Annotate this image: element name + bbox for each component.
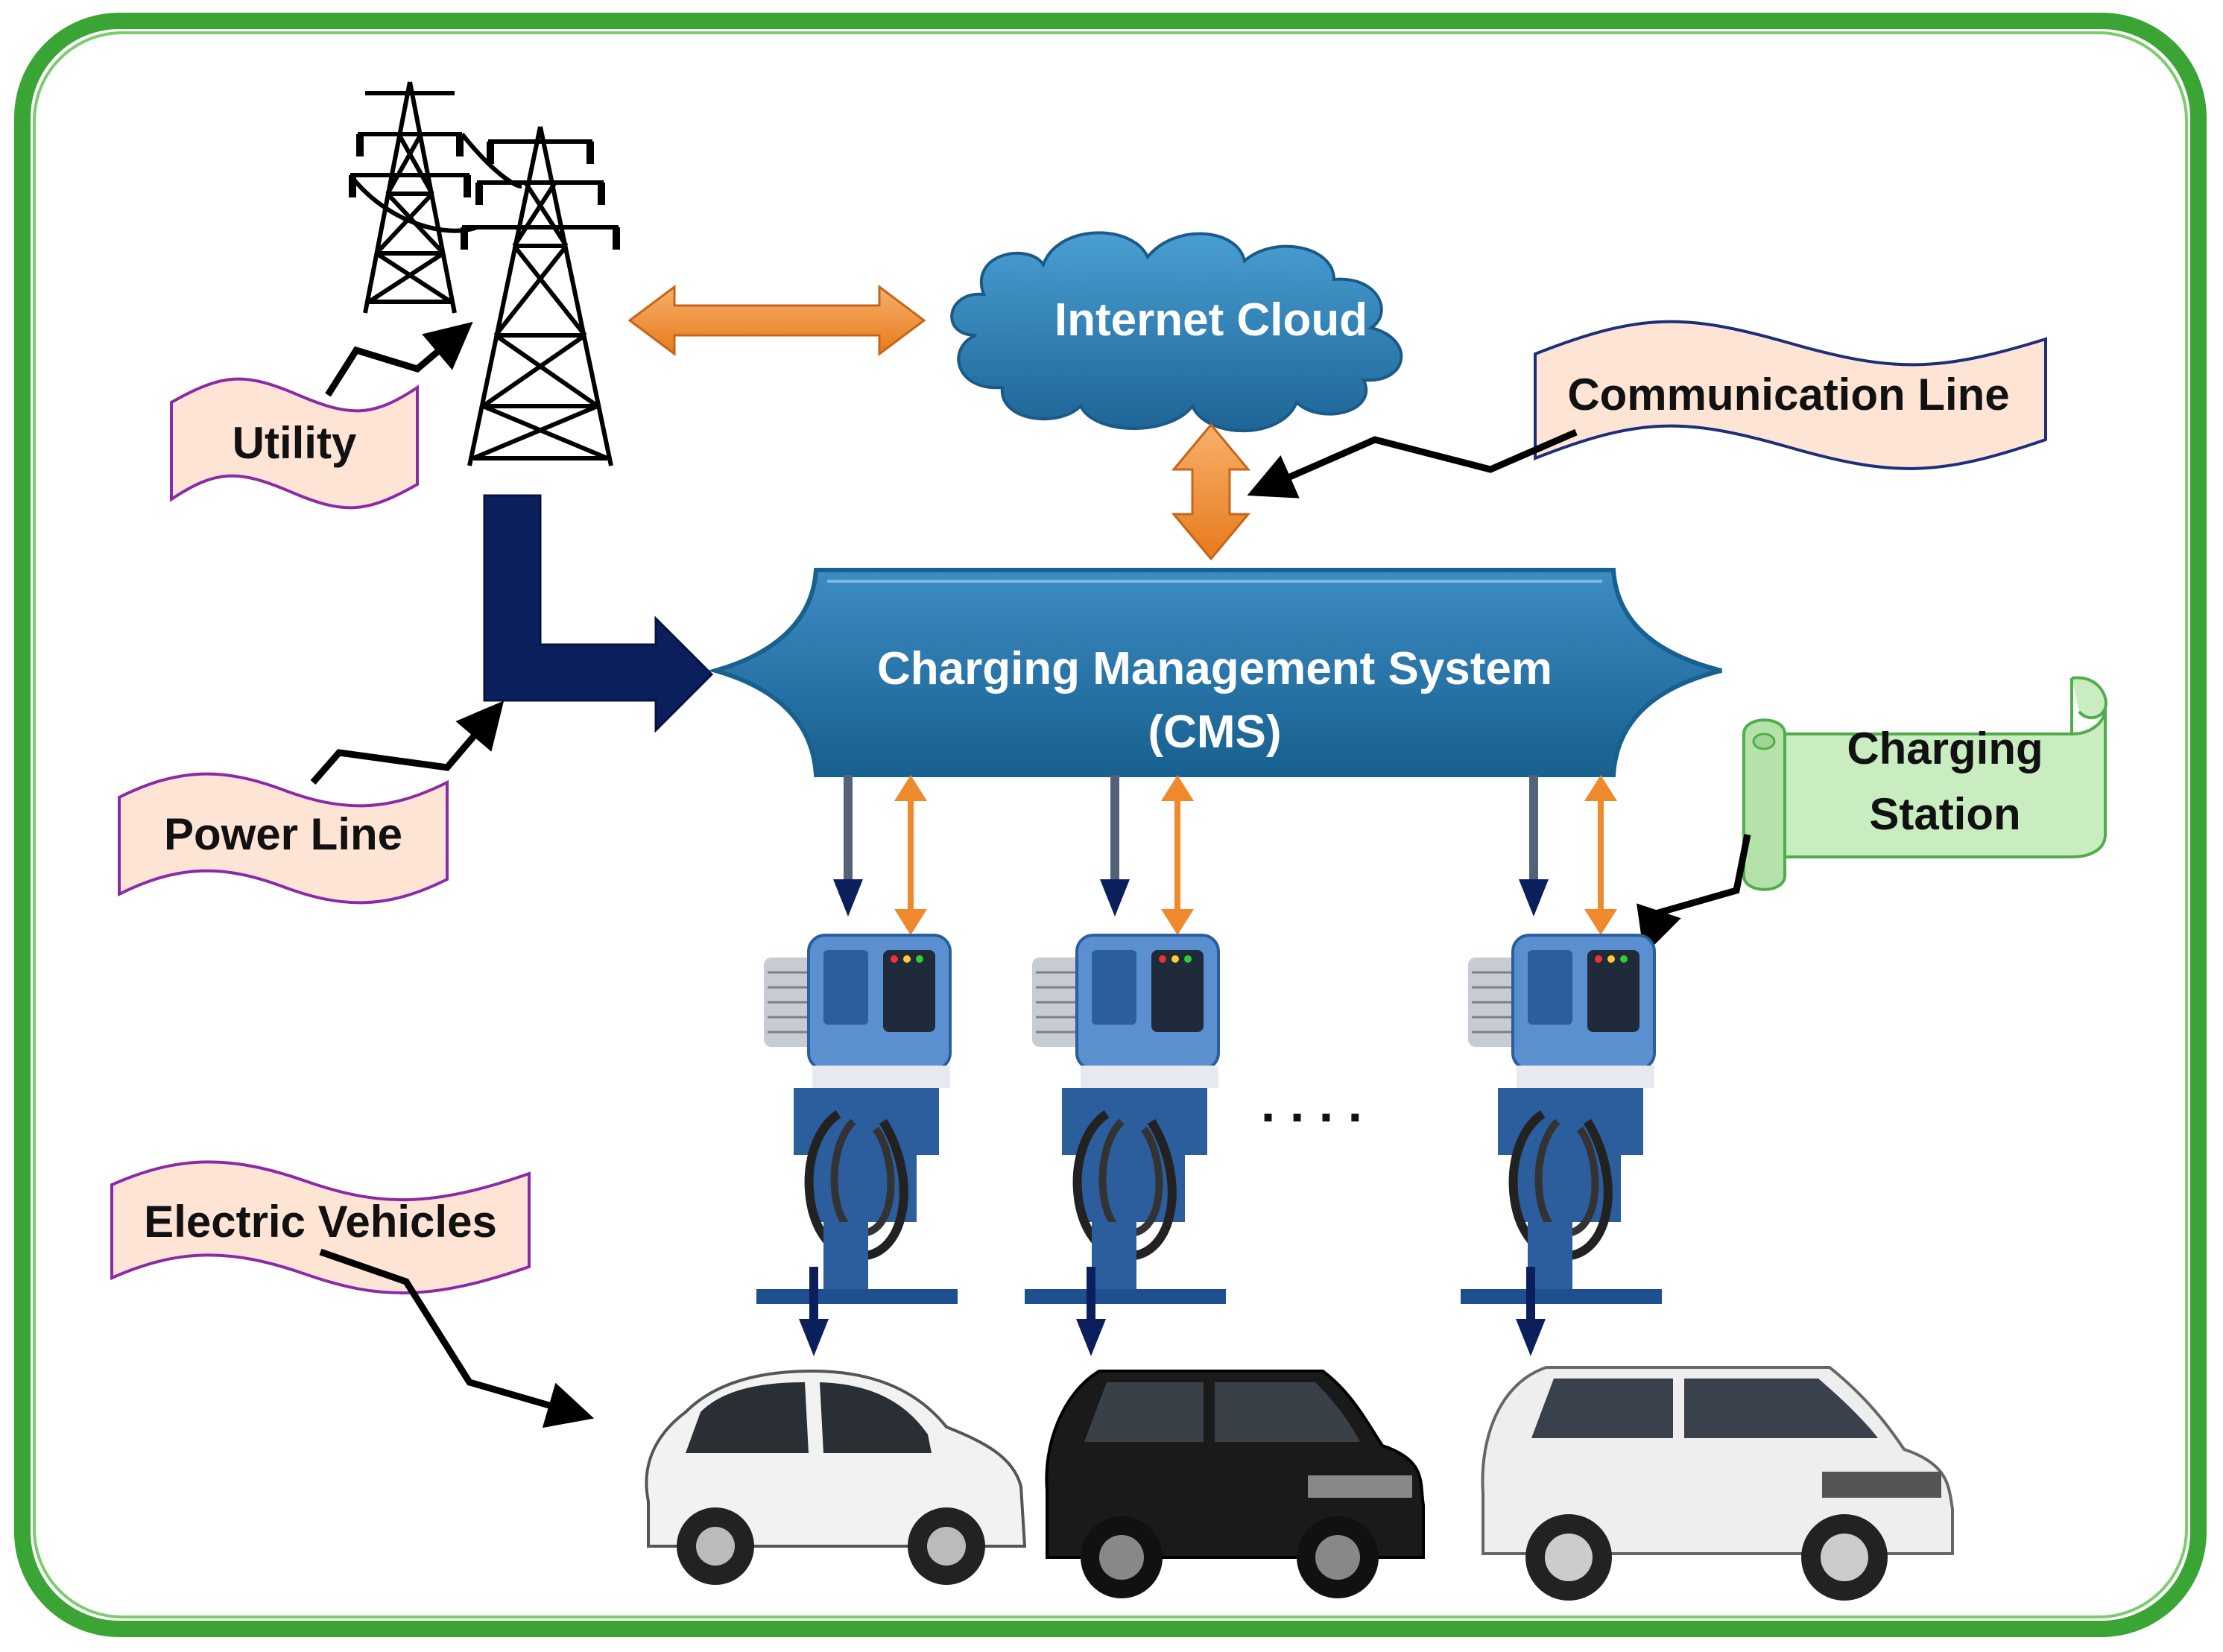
cms-subtitle: (CMS) (1148, 706, 1281, 758)
power-line-callout (118, 772, 449, 905)
utility-label: Utility (233, 418, 357, 468)
station-2-links (1100, 775, 1194, 935)
communication-line-callout (1534, 320, 2047, 470)
power-line-arrow (483, 494, 714, 733)
car-icon (1481, 1366, 1954, 1601)
ev-charger-icon (1025, 934, 1226, 1304)
transmission-tower-icon (348, 81, 620, 466)
car-icon (645, 1369, 1027, 1585)
cms-banner (707, 568, 1722, 777)
electric-vehicles-pointer (319, 1248, 595, 1428)
station-3-links (1519, 775, 1617, 935)
cloud-icon (950, 231, 1403, 433)
electric-vehicles-callout (110, 1160, 531, 1295)
station-vehicle-arrows (799, 1267, 1546, 1356)
ev-charger-icon (756, 934, 958, 1304)
internet-cloud-label: Internet Cloud (1054, 294, 1367, 346)
car-icon (1045, 1370, 1425, 1598)
power-line-label: Power Line (164, 809, 402, 859)
utility-callout (170, 377, 419, 510)
communication-line-label: Communication Line (1567, 370, 2009, 420)
charging-station-pointer (1637, 834, 1751, 955)
ev-charger-icon (1461, 934, 1662, 1304)
charging-station-callout (1742, 676, 2107, 891)
utility-pointer (325, 321, 473, 397)
communication-line-pointer (1247, 428, 1578, 499)
utility-cloud-comm-arrow (627, 285, 926, 356)
charging-station-label-2: Station (1869, 789, 2020, 839)
charging-station-label-1: Charging (1847, 724, 2043, 773)
power-line-pointer (310, 700, 505, 785)
more-stations-ellipsis: . . . . (1261, 1075, 1362, 1133)
electric-vehicles-label: Electric Vehicles (144, 1197, 497, 1247)
station-1-links (833, 775, 927, 935)
cloud-cms-comm-arrow (1171, 423, 1251, 561)
cms-title: Charging Management System (877, 643, 1552, 694)
